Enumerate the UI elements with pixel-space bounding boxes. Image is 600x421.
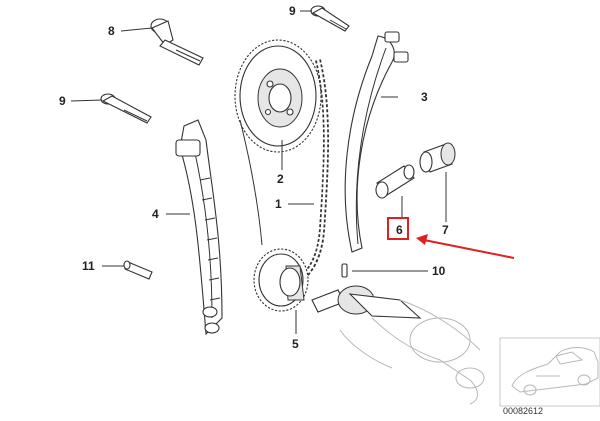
- car-inset-thumbnail: [499, 337, 600, 407]
- reference-number: 00082612: [503, 406, 543, 416]
- callout-6: 6: [396, 223, 403, 237]
- red-arrow-head-icon: [416, 234, 428, 245]
- callout-11: 11: [82, 259, 95, 273]
- bolt-9-left: [100, 93, 152, 124]
- callout-10: 10: [432, 264, 446, 278]
- crankshaft: [311, 285, 485, 405]
- dowel-pin-10: [341, 263, 348, 278]
- tensioner-plunger: [375, 164, 415, 199]
- callout-1: 1: [275, 197, 282, 211]
- callout-4: 4: [152, 207, 159, 221]
- callout-9-top: 9: [289, 4, 296, 18]
- tensioner-rail: [344, 31, 409, 253]
- callout-9-left: 9: [59, 94, 66, 108]
- red-arrow-shaft: [423, 239, 515, 259]
- timing-chain: [239, 59, 329, 283]
- highlight-callout-6: [387, 217, 515, 259]
- callout-8: 8: [108, 24, 115, 38]
- crankshaft-sprocket: [253, 248, 309, 312]
- callout-2: 2: [277, 172, 284, 186]
- callout-7: 7: [442, 223, 449, 237]
- dowel-pin-11: [123, 260, 153, 280]
- callout-3: 3: [421, 90, 428, 104]
- callout-5: 5: [292, 337, 299, 351]
- camshaft-sprocket: [234, 39, 322, 153]
- guide-rail: [175, 119, 223, 336]
- bolt-9-top: [310, 5, 350, 32]
- screw-plug: [419, 142, 456, 173]
- bolt-8: [150, 18, 204, 66]
- leader-lines: [70, 10, 447, 334]
- callout-labels: 8 9 9 3 2 1 4 6 7 11 10 5: [59, 4, 449, 351]
